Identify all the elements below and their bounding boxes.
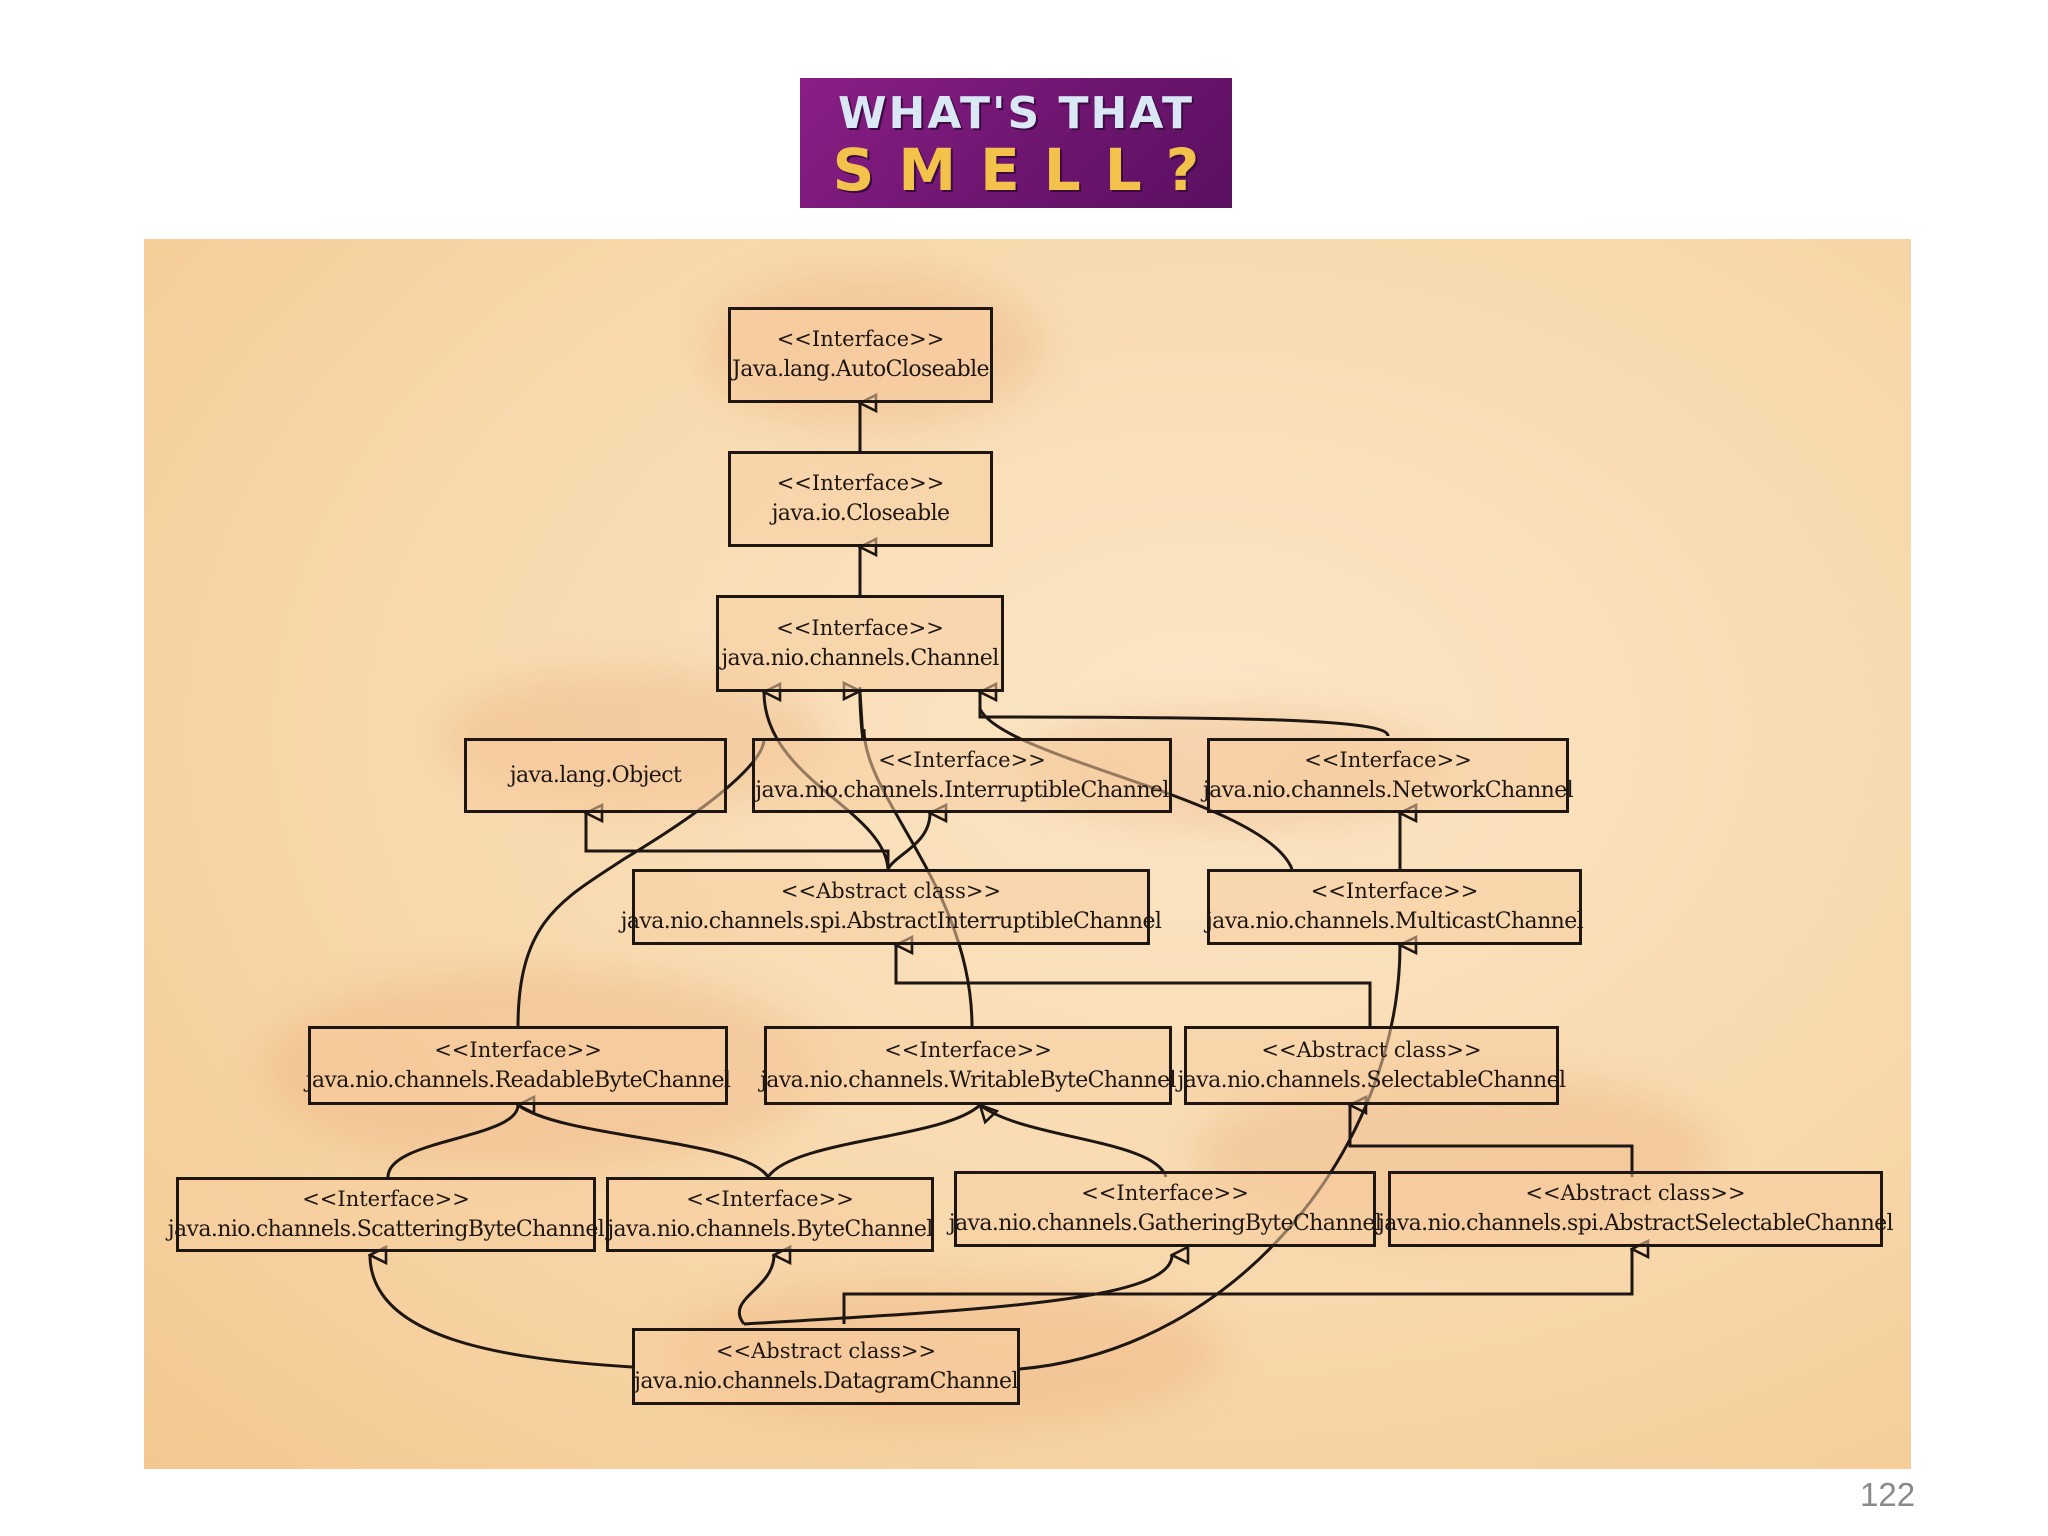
class-name: java.nio.channels.ReadableByteChannel xyxy=(305,1067,731,1093)
class-name: java.nio.channels.MulticastChannel xyxy=(1205,909,1584,934)
inherit-abs-selectable-selectable xyxy=(1350,1105,1634,1177)
inherit-datagram-gathering xyxy=(743,1255,1172,1326)
logo-line-2: SMELL? xyxy=(832,136,1224,204)
inherit-abs-interruptible-object xyxy=(586,813,890,869)
inherit-bytechannel-readable xyxy=(517,1103,770,1178)
inherit-gathering-writable xyxy=(979,1103,1168,1178)
stereotype-label: <<Interface>> xyxy=(776,471,945,495)
inherit-datagram-abs-selectable xyxy=(842,1249,1632,1324)
stereotype-label: <<Interface>> xyxy=(878,747,1046,772)
inherit-datagram-multicast xyxy=(1019,945,1400,1371)
class-name: java.nio.channels.Channel xyxy=(721,645,999,671)
node-network-channel: <<Interface>> java.nio.channels.NetworkC… xyxy=(1203,738,1574,813)
stereotype-label: <<Interface>> xyxy=(434,1037,602,1062)
node-multicast-channel: <<Interface>> java.nio.channels.Multicas… xyxy=(1205,869,1584,945)
node-channel: <<Interface>> java.nio.channels.Channel xyxy=(716,595,1004,692)
node-abstract-interruptible-channel: <<Abstract class>> java.nio.channels.spi… xyxy=(621,869,1162,945)
stereotype-label: <<Interface>> xyxy=(302,1186,470,1211)
class-name: java.nio.channels.ByteChannel xyxy=(607,1216,933,1242)
inherit-abs-interruptible-interruptible xyxy=(886,813,930,870)
inherit-readable-channel xyxy=(516,738,766,1028)
stereotype-label: <<Interface>> xyxy=(776,327,945,351)
stereotype-label: <<Interface>> xyxy=(1304,747,1472,772)
inherit-selectable-abs-interruptible xyxy=(896,945,1372,1027)
stereotype-label: <<Interface>> xyxy=(884,1037,1052,1062)
node-selectable-channel: <<Abstract class>> java.nio.channels.Sel… xyxy=(1178,1026,1566,1105)
class-name: java.nio.channels.spi.AbstractInterrupti… xyxy=(620,909,1162,934)
class-name: java.nio.channels.spi.AbstractSelectable… xyxy=(1378,1211,1894,1236)
node-datagram-channel: <<Abstract class>> java.nio.channels.Dat… xyxy=(632,1328,1020,1405)
node-writable-byte-channel: <<Interface>> java.nio.channels.Writable… xyxy=(760,1026,1177,1105)
stereotype-label: <<Interface>> xyxy=(686,1186,854,1211)
class-name: java.nio.channels.NetworkChannel xyxy=(1202,777,1574,803)
node-closeable: <<Interface>> java.io.Closeable xyxy=(728,451,993,547)
connector-lines xyxy=(144,239,1911,1371)
class-name: Java.lang.AutoCloseable xyxy=(732,357,990,382)
stereotype-label: <<Abstract class>> xyxy=(780,879,1002,903)
class-hierarchy-diagram: <<Interface>> Java.lang.AutoCloseable <<… xyxy=(144,239,1911,1469)
class-name: java.nio.channels.DatagramChannel xyxy=(634,1368,1018,1394)
stereotype-label: <<Interface>> xyxy=(1081,1181,1249,1205)
inherit-network-channel xyxy=(980,692,1390,737)
logo-line-1: WHAT'S THAT xyxy=(838,88,1194,139)
class-name: java.nio.channels.SelectableChannel xyxy=(1177,1067,1567,1093)
inherit-interruptible-channel-line xyxy=(858,691,865,741)
class-name: java.nio.channels.InterruptibleChannel xyxy=(755,777,1169,803)
inherit-datagram-scattering xyxy=(370,1255,633,1369)
node-object: java.lang.Object xyxy=(464,738,727,813)
inherit-datagram-bytechannel xyxy=(737,1255,774,1325)
stereotype-label: <<Abstract class>> xyxy=(1525,1181,1746,1205)
class-name: java.nio.channels.ScatteringByteChannel xyxy=(167,1216,605,1242)
node-byte-channel: <<Interface>> java.nio.channels.ByteChan… xyxy=(606,1177,934,1252)
class-name: java.nio.channels.WritableByteChannel xyxy=(760,1067,1176,1093)
stereotype-label: <<Interface>> xyxy=(776,615,944,640)
node-scattering-byte-channel: <<Interface>> java.nio.channels.Scatteri… xyxy=(168,1177,605,1252)
node-autocloseable: <<Interface>> Java.lang.AutoCloseable xyxy=(728,307,993,403)
node-gathering-byte-channel: <<Interface>> java.nio.channels.Gatherin… xyxy=(949,1171,1382,1247)
node-abstract-selectable-channel: <<Abstract class>> java.nio.channels.spi… xyxy=(1378,1171,1894,1247)
class-name: java.nio.channels.GatheringByteChannel xyxy=(948,1211,1382,1236)
class-name: java.io.Closeable xyxy=(771,501,950,526)
stereotype-label: <<Interface>> xyxy=(1310,879,1479,903)
stereotype-label: <<Abstract class>> xyxy=(715,1338,937,1363)
stereotype-label: <<Abstract class>> xyxy=(1261,1037,1482,1062)
slide-number: 122 xyxy=(1860,1476,1916,1513)
inherit-scattering-readable xyxy=(386,1105,518,1178)
node-readable-byte-channel: <<Interface>> java.nio.channels.Readable… xyxy=(305,1026,731,1105)
whats-that-smell-logo: WHAT'S THAT SMELL? xyxy=(800,78,1232,208)
inherit-bytechannel-writable xyxy=(766,1105,980,1178)
node-interruptible-channel: <<Interface>> java.nio.channels.Interrup… xyxy=(752,738,1172,813)
class-name: java.lang.Object xyxy=(509,762,682,788)
